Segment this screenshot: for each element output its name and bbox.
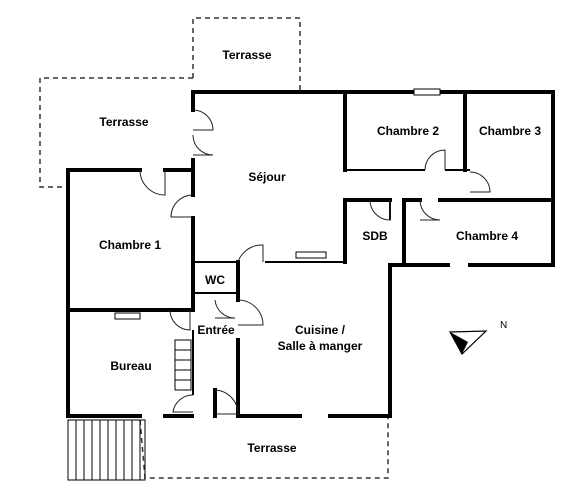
north-label: N [500,320,507,331]
outdoor-stairs [67,419,146,481]
label-chambre-3: Chambre 3 [479,124,541,138]
label-terrasse-top: Terrasse [222,48,271,62]
door-swings [139,109,491,415]
label-salle-a-manger: Salle à manger [278,339,363,353]
exterior-walls [66,90,555,418]
windows [114,88,441,320]
label-bureau: Bureau [110,359,151,373]
terrace-top-outline [192,17,301,90]
label-terrasse-bottom: Terrasse [247,441,296,455]
label-wc: WC [205,273,225,287]
terrace-bottom-outline [139,416,389,479]
label-sdb: SDB [362,229,388,243]
label-cuisine: Cuisine / [295,323,346,337]
label-chambre-2: Chambre 2 [377,124,439,138]
interior-stair [174,339,192,391]
label-entree: Entrée [197,323,235,337]
label-sejour: Séjour [248,170,286,184]
terrace-left-outline [39,77,193,188]
north-arrow-icon [449,330,488,355]
label-chambre-4: Chambre 4 [456,229,518,243]
label-terrasse-left: Terrasse [99,115,148,129]
label-chambre-1: Chambre 1 [99,238,161,252]
